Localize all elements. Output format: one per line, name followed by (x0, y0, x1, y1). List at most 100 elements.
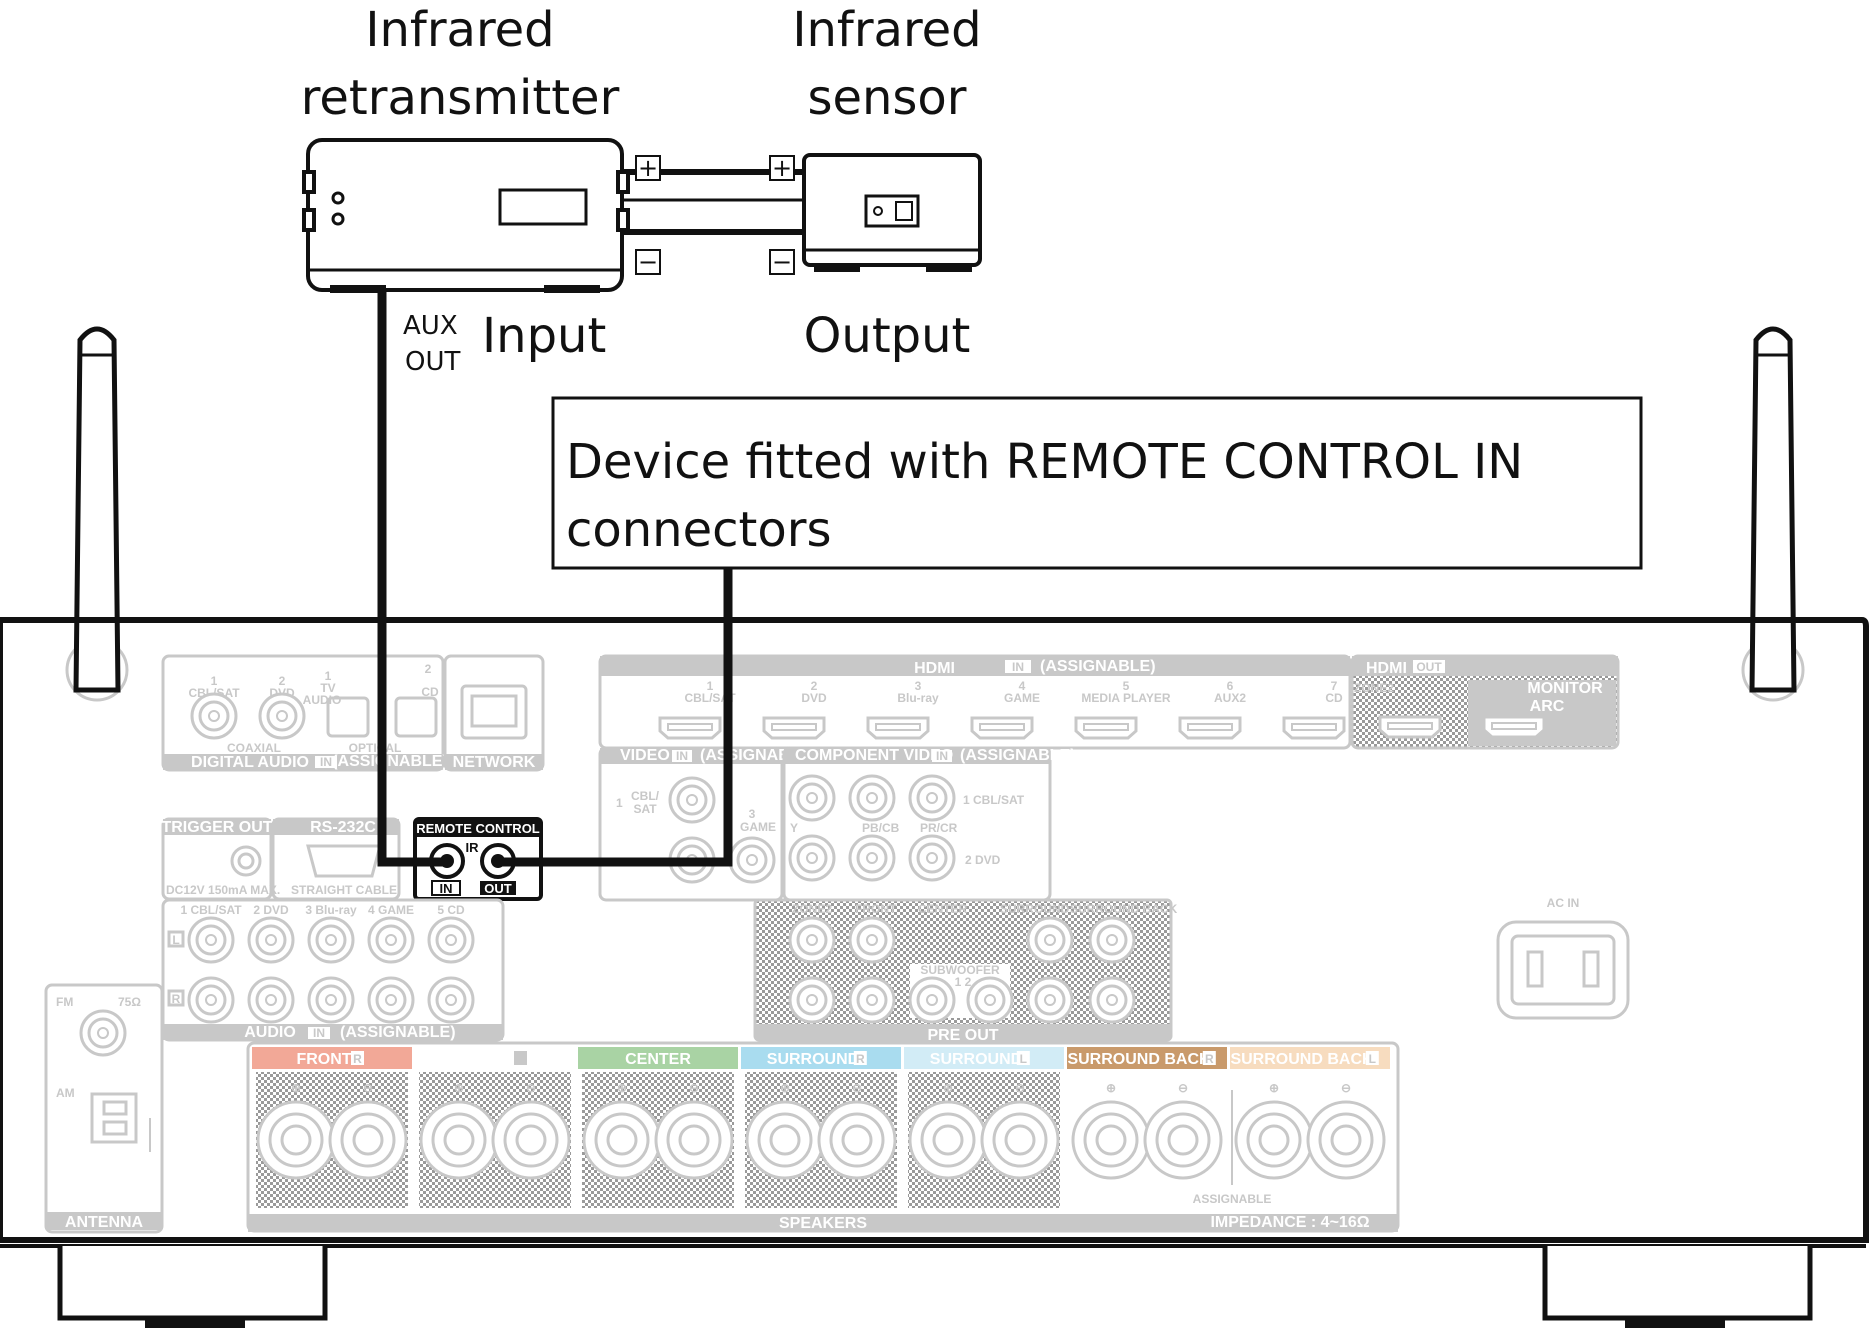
subwoofer-numbers: 1 2 (955, 975, 972, 989)
speaker-group-label: SURROUND BACK (1230, 1051, 1374, 1068)
impedance-label: IMPEDANCE : 4~16Ω (1210, 1214, 1369, 1231)
network-label: NETWORK (453, 754, 536, 771)
audio-in-badge: IN (313, 1026, 325, 1040)
speaker-side-badge: L (1020, 1052, 1027, 1066)
component-pr-label: PR/CR (920, 821, 958, 835)
component-assignable-label: (ASSIGNABLE) (960, 747, 1076, 764)
output-label: Output (804, 308, 971, 364)
sensor-plus-terminal: + (769, 154, 795, 182)
plus-icon: ⊕ (291, 1081, 301, 1095)
hdmi-in-port-label: Blu-ray (897, 691, 939, 705)
component-pb-label: PB/CB (862, 821, 900, 835)
speaker-binding-post (654, 1100, 734, 1180)
speaker-binding-post (745, 1100, 825, 1180)
subwoofer-label: SUBWOOFER (920, 963, 1000, 977)
pre-out-jack (1088, 916, 1136, 964)
pre-out-jack (966, 976, 1014, 1024)
speaker-group-label: FRONT (459, 1051, 514, 1068)
rs232c-label: RS-232C (310, 819, 376, 836)
rc-out-label: OUT (484, 881, 512, 896)
receiver-chassis (0, 617, 1869, 1243)
speaker-binding-post (328, 1100, 408, 1180)
speaker-binding-post (1234, 1100, 1314, 1180)
svg-text:2: 2 (425, 662, 432, 676)
ac-in-label: AC IN (1547, 896, 1580, 910)
hdmi-in-section: HDMI IN (ASSIGNABLE) 1CBL/SAT2DVD3Blu-ra… (598, 654, 1352, 750)
speaker-side-badge: L (517, 1052, 524, 1066)
hdmi-out-section: HDMI OUT ZONE2 MONITOR ARC (1350, 654, 1620, 750)
plus-icon: ⊕ (943, 1081, 953, 1095)
rc-in-label: IN (440, 881, 453, 896)
plus-icon: ⊕ (780, 1081, 790, 1095)
speakers-section: SPEAKERS IMPEDANCE : 4~16Ω ASSIGNABLE FR… (246, 1041, 1400, 1233)
fm-label: FM (56, 995, 73, 1009)
svg-text:GAME: GAME (740, 820, 776, 834)
hdmi-in-port-number: 2 (811, 679, 818, 693)
speaker-group-label: FRONT (296, 1051, 351, 1068)
aux-label-line2: OUT (405, 347, 460, 377)
audio-label: AUDIO (244, 1024, 296, 1041)
speaker-binding-post (582, 1100, 662, 1180)
sensor-minus-terminal: − (769, 248, 795, 276)
minus-icon: ⊖ (526, 1081, 536, 1095)
svg-text:−: − (772, 248, 792, 276)
pre-out-jack (848, 916, 896, 964)
svg-text:+: + (772, 154, 792, 182)
hdmi-in-port-number: 1 (707, 679, 714, 693)
right-foot (1542, 1246, 1813, 1328)
am-label: AM (56, 1086, 75, 1100)
audio-l-label: L (172, 933, 179, 947)
pre-out-jack (908, 976, 956, 1024)
wiring (377, 169, 810, 867)
retransmitter-title-line1: Infrared (365, 2, 554, 58)
digital-assignable-label: (ASSIGNABLE) (332, 753, 448, 770)
plus-icon: ⊕ (454, 1081, 464, 1095)
component-video-label: COMPONENT VIDEO (795, 747, 953, 764)
svg-text:1: 1 (211, 674, 218, 688)
device-callout-line1: Device fitted with REMOTE CONTROL IN (566, 434, 1523, 490)
svg-text:3: 3 (749, 807, 756, 821)
speaker-group-label: CENTER (625, 1051, 691, 1068)
straight-cable-label: STRAIGHT CABLE (291, 883, 397, 897)
pre-out-channel-label: SURROUND (1000, 902, 1070, 916)
infrared-sensor: + − (769, 153, 982, 276)
svg-text:1: 1 (325, 669, 332, 683)
hdmi-in-port-number: 3 (915, 679, 922, 693)
video-label: VIDEO (620, 747, 670, 764)
speaker-side-badge: R (1205, 1052, 1214, 1066)
hdmi-in-port-label: MEDIA PLAYER (1081, 691, 1170, 705)
digital-audio-section: 1 CBL/SAT 2 DVD 1 TV AUDIO 2 CD COAXIAL … (161, 654, 448, 772)
audio-in-label: 4 GAME (368, 903, 414, 917)
svg-text:AUDIO: AUDIO (303, 693, 342, 707)
svg-text:CBL/: CBL/ (631, 789, 660, 803)
pre-out-channel-label: CENTER (918, 902, 968, 916)
speaker-binding-post (256, 1100, 336, 1180)
speakers-label: SPEAKERS (779, 1215, 867, 1232)
minus-icon: ⊖ (852, 1081, 862, 1095)
infrared-retransmitter: + − (302, 138, 661, 293)
minus-icon: ⊖ (1015, 1081, 1025, 1095)
plus-icon: ⊕ (1106, 1081, 1116, 1095)
minus-icon: ⊖ (1178, 1081, 1188, 1095)
hdmi-zone2-label: ZONE2 (1354, 681, 1394, 695)
svg-text:SAT: SAT (633, 802, 657, 816)
plus-icon: ⊕ (1269, 1081, 1279, 1095)
svg-text:1: 1 (616, 796, 623, 810)
audio-in-label: 1 CBL/SAT (180, 903, 242, 917)
network-section: NETWORK (443, 654, 545, 772)
svg-text:TV: TV (320, 681, 335, 695)
hdmi-monitor-label: MONITOR (1527, 680, 1603, 697)
coaxial-label: COAXIAL (227, 741, 281, 755)
hdmi-in-port-number: 4 (1019, 679, 1026, 693)
device-remote-in-wire (498, 568, 733, 867)
hdmi-in-port: 7CD (1282, 679, 1346, 740)
plus-icon: ⊕ (617, 1081, 627, 1095)
speaker-side-badge: R (353, 1052, 362, 1066)
